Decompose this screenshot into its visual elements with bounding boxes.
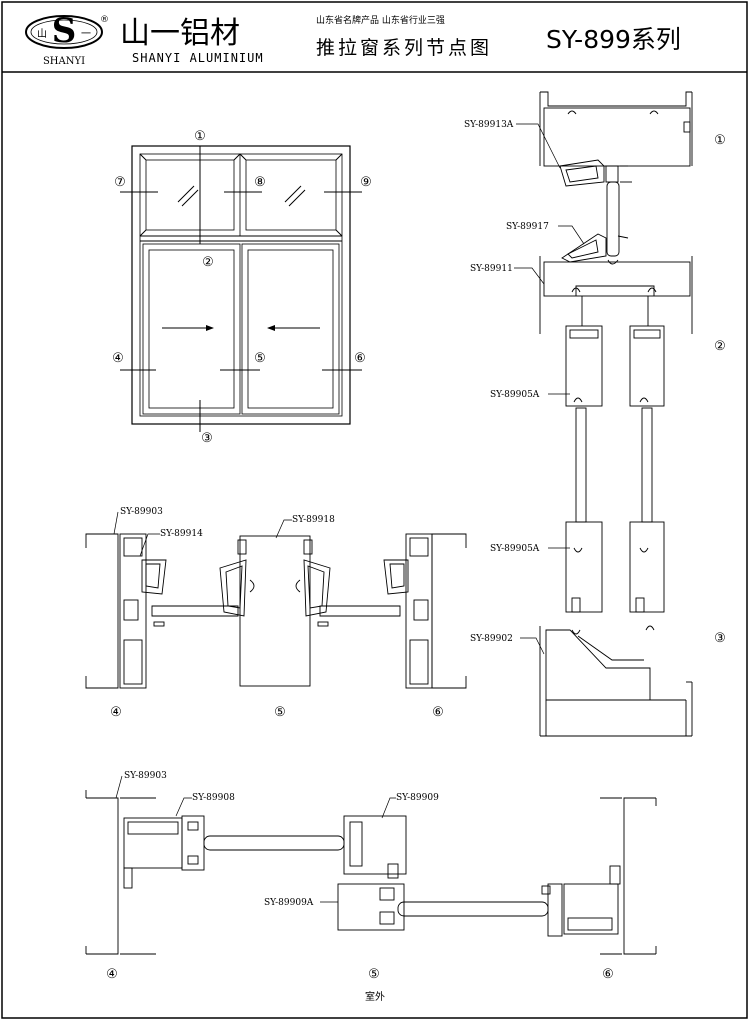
part-label-89911: SY-89911 — [470, 264, 513, 274]
section-marker-4-upper: ④ — [110, 705, 122, 720]
window-elevation — [120, 145, 362, 432]
marker-8: ⑧ — [254, 175, 266, 190]
section-marker-2: ② — [714, 339, 726, 354]
vertical-section-drawing — [539, 91, 693, 737]
part-label-89909a: SY-89909A — [264, 898, 314, 908]
section-marker-3: ③ — [714, 631, 726, 646]
marker-4: ④ — [112, 351, 124, 366]
marker-7: ⑦ — [114, 175, 126, 190]
part-label-89905a-upper: SY-89905A — [490, 390, 540, 400]
company-name-en: SHANYI ALUMINIUM — [132, 51, 264, 65]
horizontal-section-upper — [85, 533, 467, 689]
horizontal-section-lower-labels: SY-89903 SY-89908 SY-89909 SY-89909A ④ ⑤… — [106, 771, 614, 1003]
section-marker-5-lower: ⑤ — [368, 967, 380, 982]
logo-caption: SHANYI — [43, 56, 85, 67]
series-title: SY-899系列 — [546, 25, 681, 54]
marker-6: ⑥ — [354, 351, 366, 366]
company-name-cn: 山一铝材 — [120, 16, 240, 51]
section-marker-6-upper: ⑥ — [432, 705, 444, 720]
part-label-89903-lower: SY-89903 — [124, 771, 167, 781]
exterior-label: 室外 — [365, 990, 385, 1003]
elevation-markers: ① ② ③ ④ ⑤ ⑥ ⑦ ⑧ ⑨ — [112, 129, 372, 446]
section-marker-1: ① — [714, 133, 726, 148]
part-label-89918: SY-89918 — [292, 515, 335, 525]
part-label-89917: SY-89917 — [506, 222, 549, 232]
company-logo: S 山 一 SHANYI — [25, 11, 103, 67]
drawing-title: 推拉窗系列节点图 — [316, 37, 492, 59]
horizontal-section-upper-labels: SY-89903 SY-89914 SY-89918 ④ ⑤ ⑥ — [110, 507, 444, 720]
marker-2: ② — [202, 255, 214, 270]
vertical-section-labels: SY-89913A SY-89917 SY-89911 SY-89905A SY… — [464, 120, 726, 646]
registered-mark: ® — [100, 15, 109, 25]
logo-letter: S — [52, 11, 77, 51]
horizontal-section-lower — [85, 790, 657, 955]
section-marker-5-upper: ⑤ — [274, 705, 286, 720]
marker-1: ① — [194, 129, 206, 144]
logo-right-char: 一 — [81, 29, 91, 40]
part-label-89903-upper: SY-89903 — [120, 507, 163, 517]
section-marker-6-lower: ⑥ — [602, 967, 614, 982]
part-label-89914: SY-89914 — [160, 529, 203, 539]
horizontal-section-upper-leaders — [113, 511, 292, 557]
logo-left-char: 山 — [37, 28, 47, 40]
tagline: 山东省名牌产品 山东省行业三强 — [316, 14, 445, 26]
marker-9: ⑨ — [360, 175, 372, 190]
marker-5: ⑤ — [254, 351, 266, 366]
section-marker-4-lower: ④ — [106, 967, 118, 982]
horizontal-section-lower-leaders — [115, 775, 396, 903]
vertical-section-leaders — [514, 123, 585, 655]
part-label-89908: SY-89908 — [192, 793, 235, 803]
part-label-89913a: SY-89913A — [464, 120, 514, 130]
part-label-89902: SY-89902 — [470, 634, 513, 644]
part-label-89909: SY-89909 — [396, 793, 439, 803]
marker-3: ③ — [201, 431, 213, 446]
part-label-89905a-lower: SY-89905A — [490, 544, 540, 554]
